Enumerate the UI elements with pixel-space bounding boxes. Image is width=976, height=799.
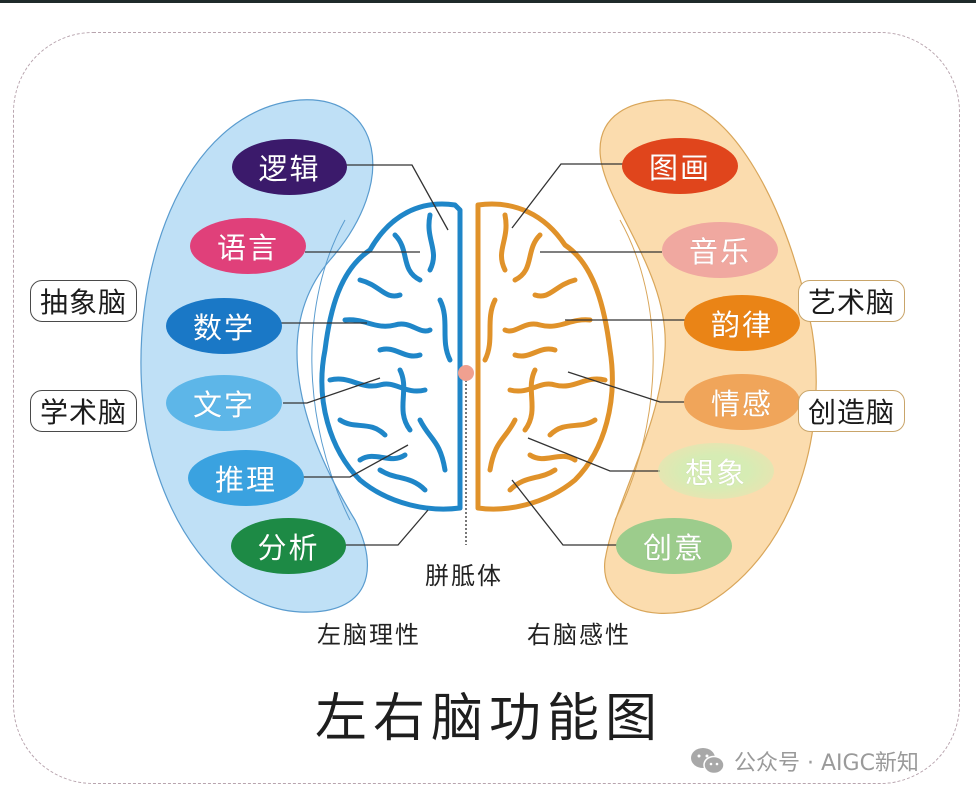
pill-math: 数学 xyxy=(166,298,282,354)
pill-reasoning: 推理 xyxy=(188,450,304,506)
pill-logic: 逻辑 xyxy=(232,139,347,195)
right-hemisphere xyxy=(475,201,615,512)
pill-drawing: 图画 xyxy=(622,138,738,194)
pill-music: 音乐 xyxy=(662,222,778,278)
corpus-callosum-label: 胼胝体 xyxy=(425,562,503,590)
pill-emotion: 情感 xyxy=(684,374,800,430)
left-brain-caption: 左脑理性 xyxy=(317,621,421,649)
tag-abstract-brain: 抽象脑 xyxy=(30,280,138,322)
watermark-text: 公众号 · AIGC新知 xyxy=(734,751,919,776)
watermark: 公众号 · AIGC新知 xyxy=(690,745,919,777)
tag-academic-brain: 学术脑 xyxy=(30,390,138,432)
corpus-callosum-dot xyxy=(458,365,474,381)
left-hemisphere xyxy=(319,201,463,512)
pill-creativity: 创意 xyxy=(616,518,732,574)
pill-analysis: 分析 xyxy=(231,518,346,574)
tag-creative-brain: 创造脑 xyxy=(798,390,906,432)
right-connectors xyxy=(511,163,685,546)
left-connectors xyxy=(280,164,449,546)
pill-language: 语言 xyxy=(190,218,306,274)
top-border xyxy=(0,0,976,3)
page-title: 左右脑功能图 xyxy=(315,689,664,749)
right-brain-caption: 右脑感性 xyxy=(527,621,631,649)
pill-writing: 文字 xyxy=(166,375,282,431)
wechat-icon xyxy=(690,746,726,776)
pill-rhythm: 韵律 xyxy=(684,295,800,351)
pill-imagination: 想象 xyxy=(658,443,774,499)
diagram-frame xyxy=(13,32,960,784)
tag-art-brain: 艺术脑 xyxy=(798,280,906,322)
